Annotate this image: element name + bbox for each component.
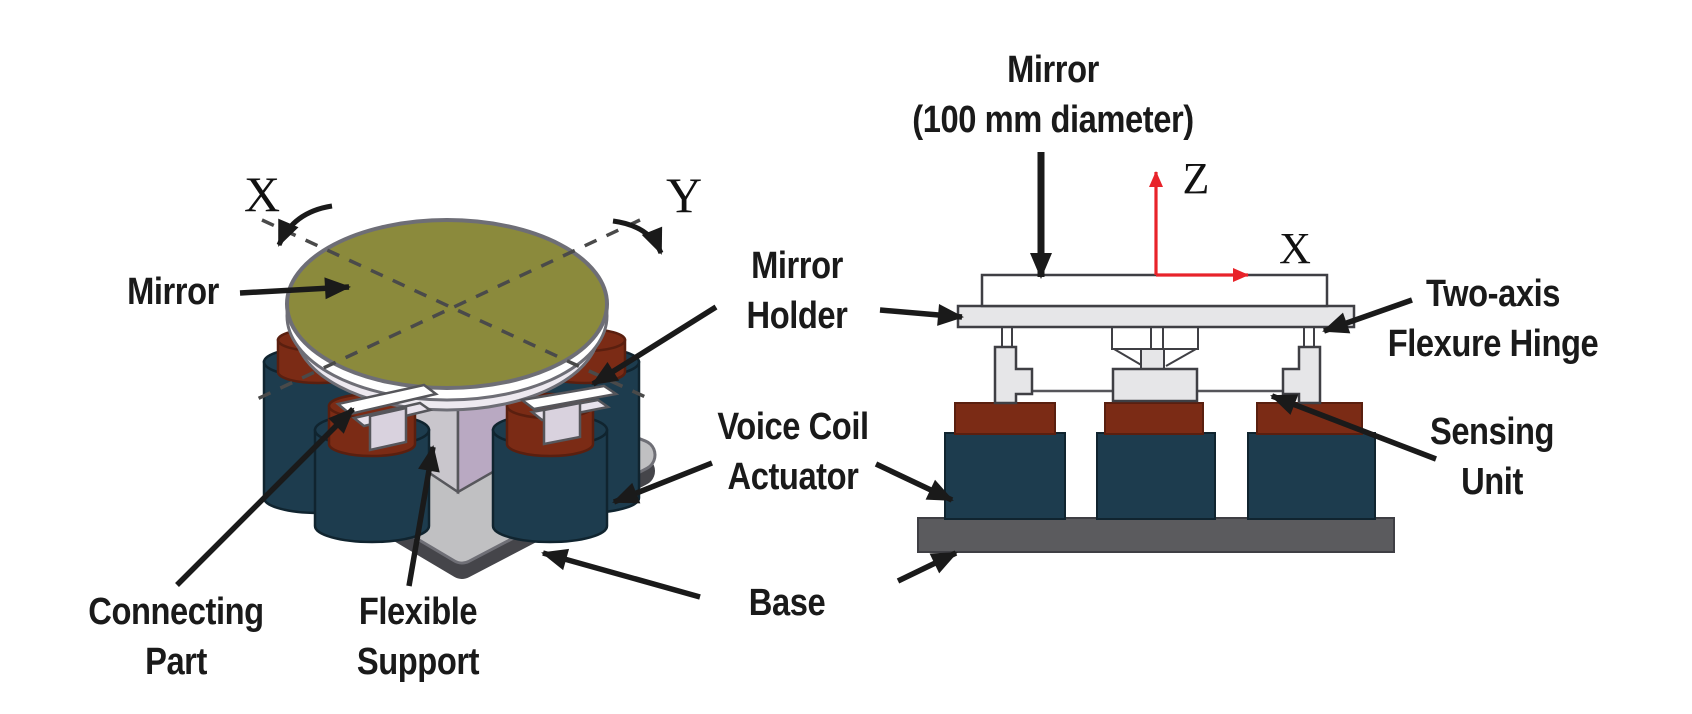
sensing-unit-label: Sensing Unit [1429,407,1555,507]
label-line: Flexible [358,591,478,633]
x-axis-label: X [1279,224,1311,273]
bracket-body [542,401,582,446]
left-isometric-view [254,203,664,579]
mirror-holder-pointer-left [591,304,718,387]
label-line: Connecting [88,591,264,633]
label-line: Flexure Hinge [1387,323,1599,365]
actuator-coil [1096,432,1216,520]
label-line: Unit [1461,461,1523,503]
label-line: Actuator [727,456,859,498]
z-axis-label: Z [1182,154,1210,203]
right-base [917,517,1395,553]
voice-coil-pointer-right [874,461,954,503]
right-side-view [917,171,1395,553]
x-rotation-arrow [276,203,333,247]
right-mirror-holder-bar [956,304,1356,329]
voice-coil-actuator-label: Voice Coil Actuator [717,402,869,502]
flexure-tab [1140,348,1165,370]
flexure-diagonal [1165,348,1197,367]
left-flexure-hinge [993,326,1034,405]
label-line: Part [145,641,207,683]
actuator-magnet [1104,402,1204,435]
hinge-link [1001,326,1013,348]
flexure-body [1111,367,1199,403]
label-line: Mirror [751,245,843,287]
connecting-part-pointer [175,407,355,587]
two-axis-flexure-hinge-label: Two-axis Flexure Hinge [1388,269,1599,369]
hinge-link [1303,326,1315,348]
actuator-coil [944,432,1066,520]
coordinate-axes [1149,171,1249,282]
label-line: (100 mm diameter) [912,99,1194,141]
base-label: Base [748,582,826,624]
flexure-diagonal [1113,348,1144,367]
bracket-body [368,406,408,452]
right-view-actuators [944,402,1376,520]
mirror-title-label: Mirror (100 mm diameter) [912,45,1194,145]
base-pointer-left [541,548,701,600]
flexible-support-label: Flexible Support [356,587,480,687]
annotation-arrows [175,152,1437,600]
right-connecting-part [518,384,620,446]
label-line: Mirror [1007,49,1099,91]
actuator-body [491,428,609,544]
sensing-unit-pointer [1270,393,1437,462]
mirror-holder-label: Mirror Holder [747,241,848,341]
label-line: Holder [746,295,848,337]
actuator-magnet [954,402,1056,435]
flexible-support-pointer [406,445,440,587]
y-tilt-axis-label: Y [665,167,703,223]
right-flexure-hinge [1281,326,1322,405]
center-flexure-unit [1111,326,1199,403]
mirror-holder-pointer-right [879,303,964,326]
label-line: Two-axis [1426,273,1560,315]
base-pointer-right [896,550,958,584]
mirror-pointer [239,277,351,300]
hinge-block [1281,345,1322,405]
mirror-label: Mirror [127,271,219,313]
rotation-arrows [276,203,664,255]
bracket-plate [518,384,620,411]
actuator-coil [1247,432,1376,520]
flexure-frame [1111,326,1199,350]
label-line: Sensing [1429,411,1555,453]
hinge-block [993,345,1034,405]
two-axis-hinge-pointer [1322,297,1413,334]
actuator-body [313,428,431,544]
voice-coil-pointer-left [612,460,714,505]
connecting-part-label: Connecting Part [88,587,264,687]
y-rotation-arrow [612,218,664,255]
label-line: Support [356,641,480,683]
right-mirror-plate [980,273,1329,308]
x-tilt-axis-label: X [243,166,281,222]
label-line: Voice Coil [717,406,869,448]
left-connecting-part [335,383,439,452]
